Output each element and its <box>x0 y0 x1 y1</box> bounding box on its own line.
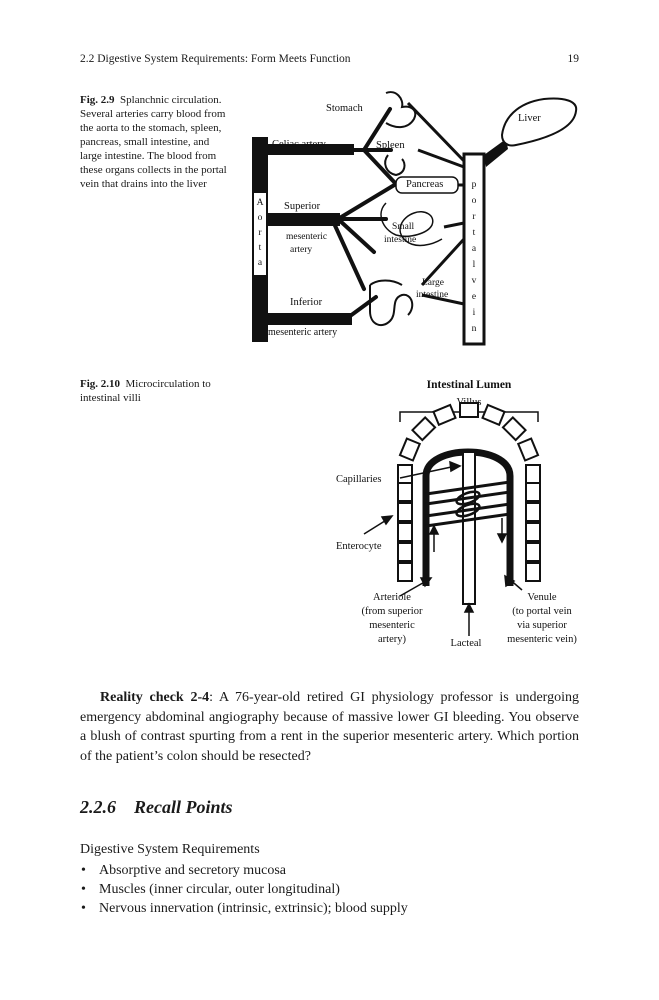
aorta-letter: t <box>259 243 262 253</box>
list-item: •Muscles (inner circular, outer longitud… <box>80 880 408 899</box>
portal-letter: i <box>473 308 476 318</box>
artery-pancreas <box>364 150 396 184</box>
label-enterocyte: Enterocyte <box>336 541 382 552</box>
label-venule-3: via superior <box>517 620 567 631</box>
figure-2-9-caption: Fig. 2.9 Splanchnic circulation. Several… <box>80 93 230 191</box>
enterocyte-cell <box>526 503 540 521</box>
vein-stomach <box>408 103 464 161</box>
enterocyte-cell <box>434 405 456 425</box>
figure-label: Fig. 2.10 <box>80 378 120 390</box>
label-inferior-1: Inferior <box>290 297 323 308</box>
capillary-loops <box>455 489 481 519</box>
portal-letter: n <box>472 324 477 334</box>
bullet: • <box>81 880 86 899</box>
enterocyte-cell <box>518 439 538 461</box>
enterocyte-cell <box>526 465 540 483</box>
enterocyte-cell <box>398 465 412 483</box>
enterocyte-cell <box>526 563 540 581</box>
label-capillaries: Capillaries <box>336 474 382 485</box>
caption-text: Splanchnic circulation. Several arteries… <box>80 94 227 190</box>
label-lacteal: Lacteal <box>451 638 482 649</box>
portal-letter: p <box>472 180 477 190</box>
label-superior-1: Superior <box>284 201 321 212</box>
large-intestine-icon <box>370 285 412 325</box>
portal-letter: t <box>473 228 476 238</box>
label-small-2: intestine <box>384 235 416 245</box>
aorta-letter: o <box>258 213 263 223</box>
enterocyte-cell <box>398 523 412 541</box>
label-venule-1: Venule <box>527 592 556 603</box>
reality-check-label: Reality check 2-4 <box>100 690 209 705</box>
splanchnic-circulation-figure: Stomach Liver Celiac artery Spleen Pancr… <box>246 89 582 351</box>
label-small-1: Small <box>392 222 415 232</box>
inferior-mesenteric-artery-bar <box>268 313 352 325</box>
enterocyte-cell <box>398 543 412 561</box>
portal-letter: l <box>473 260 476 270</box>
enterocyte-cell <box>503 417 526 440</box>
label-pancreas: Pancreas <box>406 179 443 190</box>
superior-mesenteric-artery-bar <box>268 213 340 226</box>
label-superior-3: artery <box>290 245 312 255</box>
running-head: 2.2 Digestive System Requirements: Form … <box>80 53 579 69</box>
enterocyte-cell <box>526 523 540 541</box>
figure-label: Fig. 2.9 <box>80 94 115 106</box>
enterocyte-cell <box>398 563 412 581</box>
vein-small-intestine <box>444 223 464 227</box>
label-superior-2: mesenteric <box>286 232 327 242</box>
sma-pancreas <box>338 184 396 219</box>
portal-letter: e <box>472 292 476 302</box>
label-arteriole-3: mesenteric <box>369 620 415 631</box>
enterocyte-cell <box>460 403 478 417</box>
list-item: •Absorptive and secretory mucosa <box>80 861 408 880</box>
label-venule-4: mesenteric vein) <box>507 634 577 645</box>
enterocyte-cell <box>526 483 540 501</box>
recall-heading: Digestive System Requirements <box>80 842 260 858</box>
label-venule-2: (to portal vein <box>512 606 572 617</box>
label-stomach: Stomach <box>326 103 363 114</box>
enterocyte-cell <box>412 417 435 440</box>
reality-check-paragraph: Reality check 2-4: A 76-year-old retired… <box>80 688 579 766</box>
label-large-2: intestine <box>416 290 448 300</box>
enterocyte-cell <box>526 543 540 561</box>
running-title: 2.2 Digestive System Requirements: Form … <box>80 53 351 65</box>
spleen-icon <box>385 155 404 175</box>
label-arteriole-1: Arteriole <box>373 592 411 603</box>
portal-letter: v <box>472 276 477 286</box>
list-item: •Nervous innervation (intrinsic, extrins… <box>80 899 408 918</box>
section-number: 2.2.6 <box>80 797 116 817</box>
page-number: 19 <box>568 53 580 65</box>
bullet: • <box>81 899 86 918</box>
recall-list: •Absorptive and secretory mucosa •Muscle… <box>80 861 408 918</box>
lacteal-vessel <box>463 452 475 604</box>
enterocyte-cell <box>400 439 420 461</box>
label-large-1: Large <box>422 278 444 288</box>
label-intestinal-lumen: Intestinal Lumen <box>427 379 512 391</box>
enterocyte-cell <box>482 405 504 425</box>
vein-lines <box>408 103 464 304</box>
figure-2-10-caption: Fig. 2.10 Microcirculation to intestinal… <box>80 377 230 405</box>
enterocyte-cell <box>398 503 412 521</box>
label-arteriole-2: (from superior <box>362 606 423 617</box>
label-liver: Liver <box>518 113 541 124</box>
label-celiac-artery: Celiac artery <box>272 139 327 150</box>
enterocyte-cell <box>398 483 412 501</box>
villus-microcirculation-figure: Intestinal Lumen Villus Capillaries Ente… <box>330 374 586 654</box>
bullet: • <box>81 861 86 880</box>
label-inferior-2: mesenteric artery <box>268 327 337 338</box>
label-arteriole-4: artery) <box>378 634 406 645</box>
portal-letter: o <box>472 196 477 206</box>
section-title: Recall Points <box>134 797 233 817</box>
section-heading: 2.2.6 Recall Points <box>80 797 233 818</box>
aorta-letter: A <box>257 198 264 208</box>
label-spleen: Spleen <box>376 140 405 151</box>
